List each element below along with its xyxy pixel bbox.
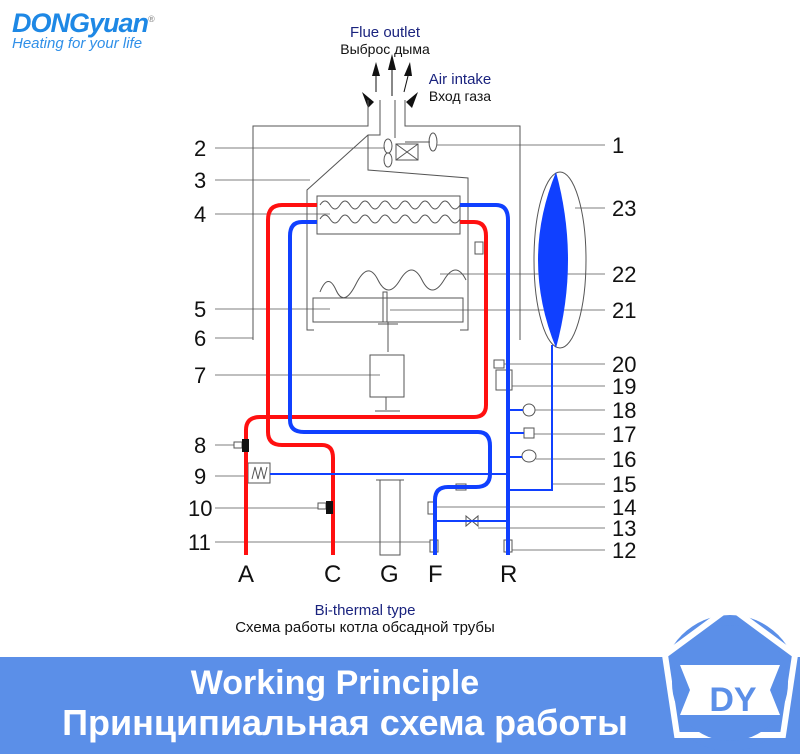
dy-badge: DY [661, 603, 799, 751]
casing [233, 100, 537, 556]
port-f: F [428, 561, 443, 588]
port-c: C [324, 561, 342, 588]
svg-text:DY: DY [709, 681, 757, 719]
footer-title-ru: Принципиальная схема работы [62, 702, 628, 743]
label-11: 11 [188, 530, 211, 555]
label-9: 9 [194, 464, 207, 489]
label-15: 15 [612, 472, 637, 497]
label-3: 3 [194, 168, 207, 193]
flow-arrows [362, 54, 418, 108]
label-14: 14 [612, 495, 637, 520]
leader-lines [215, 144, 605, 551]
label-8: 8 [194, 433, 207, 458]
boiler-diagram [215, 54, 605, 556]
label-21: 21 [612, 298, 637, 323]
label-23: 23 [612, 196, 637, 221]
label-17: 17 [612, 422, 637, 447]
footer-title-en: Working Principle [190, 664, 480, 702]
label-1: 1 [612, 133, 625, 158]
label-7: 7 [194, 363, 207, 388]
pipes [244, 203, 510, 555]
label-2: 2 [194, 136, 207, 161]
sensor-10 [326, 501, 333, 514]
label-6: 6 [194, 326, 207, 351]
label-16: 16 [612, 447, 637, 472]
label-13: 13 [612, 516, 637, 541]
port-g: G [380, 561, 399, 588]
expansion-tank [533, 171, 587, 349]
port-a: A [238, 561, 255, 588]
thin-pipes [270, 345, 553, 522]
label-4: 4 [194, 202, 207, 227]
label-12: 12 [612, 538, 637, 563]
label-19: 19 [612, 374, 637, 399]
label-18: 18 [612, 398, 637, 423]
label-22: 22 [612, 262, 637, 287]
label-20: 20 [612, 352, 637, 377]
label-10: 10 [188, 496, 213, 521]
brand-tagline: Heating for your life [12, 35, 143, 52]
sensor-8 [242, 439, 249, 452]
brand-logo: DONGyuan® [12, 8, 155, 38]
label-5: 5 [194, 297, 207, 322]
port-r: R [500, 561, 518, 588]
